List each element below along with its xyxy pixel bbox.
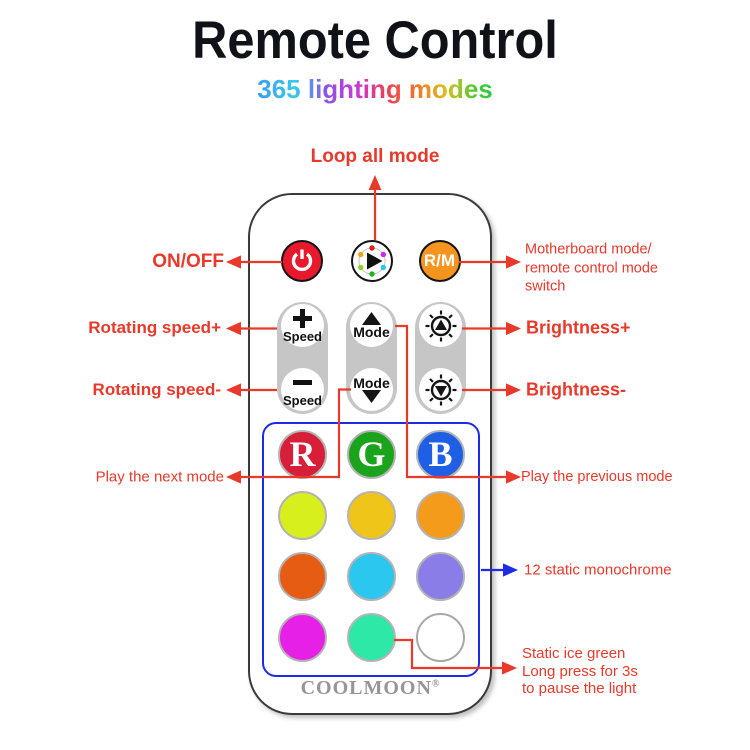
color-button-red[interactable]: R — [278, 429, 327, 479]
color-button-orange-red[interactable] — [278, 551, 327, 601]
label-on-off: ON/OFF — [152, 251, 224, 272]
label-line: Motherboard mode/ — [525, 241, 652, 258]
color-button-ice-green[interactable] — [347, 612, 396, 662]
brand-logo: COOLMOON® — [250, 677, 490, 700]
brightness-up-button[interactable] — [419, 304, 462, 347]
label-motherboard-switch: Motherboard mode/ remote control mode sw… — [525, 240, 658, 296]
label-line: Long press for 3s — [522, 662, 638, 680]
plus-icon — [293, 308, 312, 328]
mode-down-button[interactable]: Mode — [350, 368, 393, 411]
label-loop-all-mode: Loop all mode — [310, 146, 440, 167]
speed-minus-button[interactable]: Speed — [281, 368, 324, 411]
arrow-play-previous-mode — [395, 324, 521, 484]
triangle-down-icon — [362, 390, 381, 403]
page-subtitle: 365 lighting modes — [257, 74, 493, 104]
arrow-static-monochrome — [481, 563, 518, 577]
page-title: Remote Control — [192, 11, 558, 70]
color-letter: R — [289, 434, 316, 474]
minus-icon — [293, 379, 312, 385]
arrow-rotating-speed-plus — [226, 321, 277, 336]
label-static-ice-green: Static ice green Long press for 3s to pa… — [522, 645, 638, 698]
label-line: switch — [525, 278, 566, 295]
brightness-down-button[interactable] — [419, 368, 462, 411]
remote-body: R/M Speed Speed Mode Mode — [248, 193, 492, 715]
arrow-rotating-speed-minus — [226, 383, 277, 397]
arrow-play-next-mode — [226, 388, 351, 484]
loop-play-icon — [357, 245, 386, 277]
color-letter: G — [357, 434, 386, 474]
label-line: to pause the light — [522, 679, 637, 697]
label-play-previous-mode: Play the previous mode — [521, 469, 673, 485]
power-icon — [291, 249, 312, 272]
power-button[interactable] — [280, 240, 323, 282]
label-static-monochrome: 12 static monochrome — [524, 561, 672, 579]
color-button-gold[interactable] — [347, 490, 396, 540]
color-button-purple[interactable] — [416, 551, 465, 601]
label-brightness-plus: Brightness+ — [526, 317, 631, 338]
arrow-static-ice-green — [394, 638, 517, 675]
arrow-on-off — [226, 255, 282, 269]
speed-label: Speed — [282, 328, 322, 344]
color-button-orange[interactable] — [416, 490, 465, 540]
color-button-blue[interactable]: B — [416, 429, 465, 479]
brand-text: COOLMOON — [300, 677, 432, 699]
color-button-yellow-green[interactable] — [278, 490, 327, 540]
color-button-magenta[interactable] — [278, 612, 327, 662]
mode-label: Mode — [353, 324, 390, 340]
mode-up-button[interactable]: Mode — [350, 304, 393, 347]
label-play-next-mode: Play the next mode — [95, 468, 224, 486]
color-button-cyan[interactable] — [347, 551, 396, 601]
speed-label: Speed — [282, 392, 322, 408]
brand-reg-mark: ® — [431, 678, 440, 690]
arrow-brightness-plus — [462, 321, 521, 336]
mode-label: Mode — [353, 375, 390, 391]
loop-all-mode-button[interactable] — [350, 240, 393, 282]
speed-plus-button[interactable]: Speed — [281, 304, 324, 347]
arrow-brightness-minus — [462, 383, 521, 397]
arrow-loop-all-mode — [368, 175, 382, 240]
color-button-green[interactable]: G — [347, 429, 396, 479]
label-line: Static ice green — [522, 644, 626, 662]
rm-label: R/M — [423, 251, 456, 270]
brightness-up-icon — [425, 310, 456, 341]
color-grid-frame — [261, 421, 480, 677]
arrow-motherboard-switch — [459, 255, 521, 269]
label-brightness-minus: Brightness- — [526, 379, 627, 400]
label-rotating-speed-minus: Rotating speed- — [92, 380, 221, 399]
color-letter: B — [428, 434, 453, 474]
label-line: remote control mode — [525, 259, 658, 276]
brightness-down-icon — [425, 374, 456, 405]
label-rotating-speed-plus: Rotating speed+ — [88, 318, 221, 337]
triangle-up-icon — [362, 312, 381, 325]
color-button-white[interactable] — [416, 612, 465, 662]
